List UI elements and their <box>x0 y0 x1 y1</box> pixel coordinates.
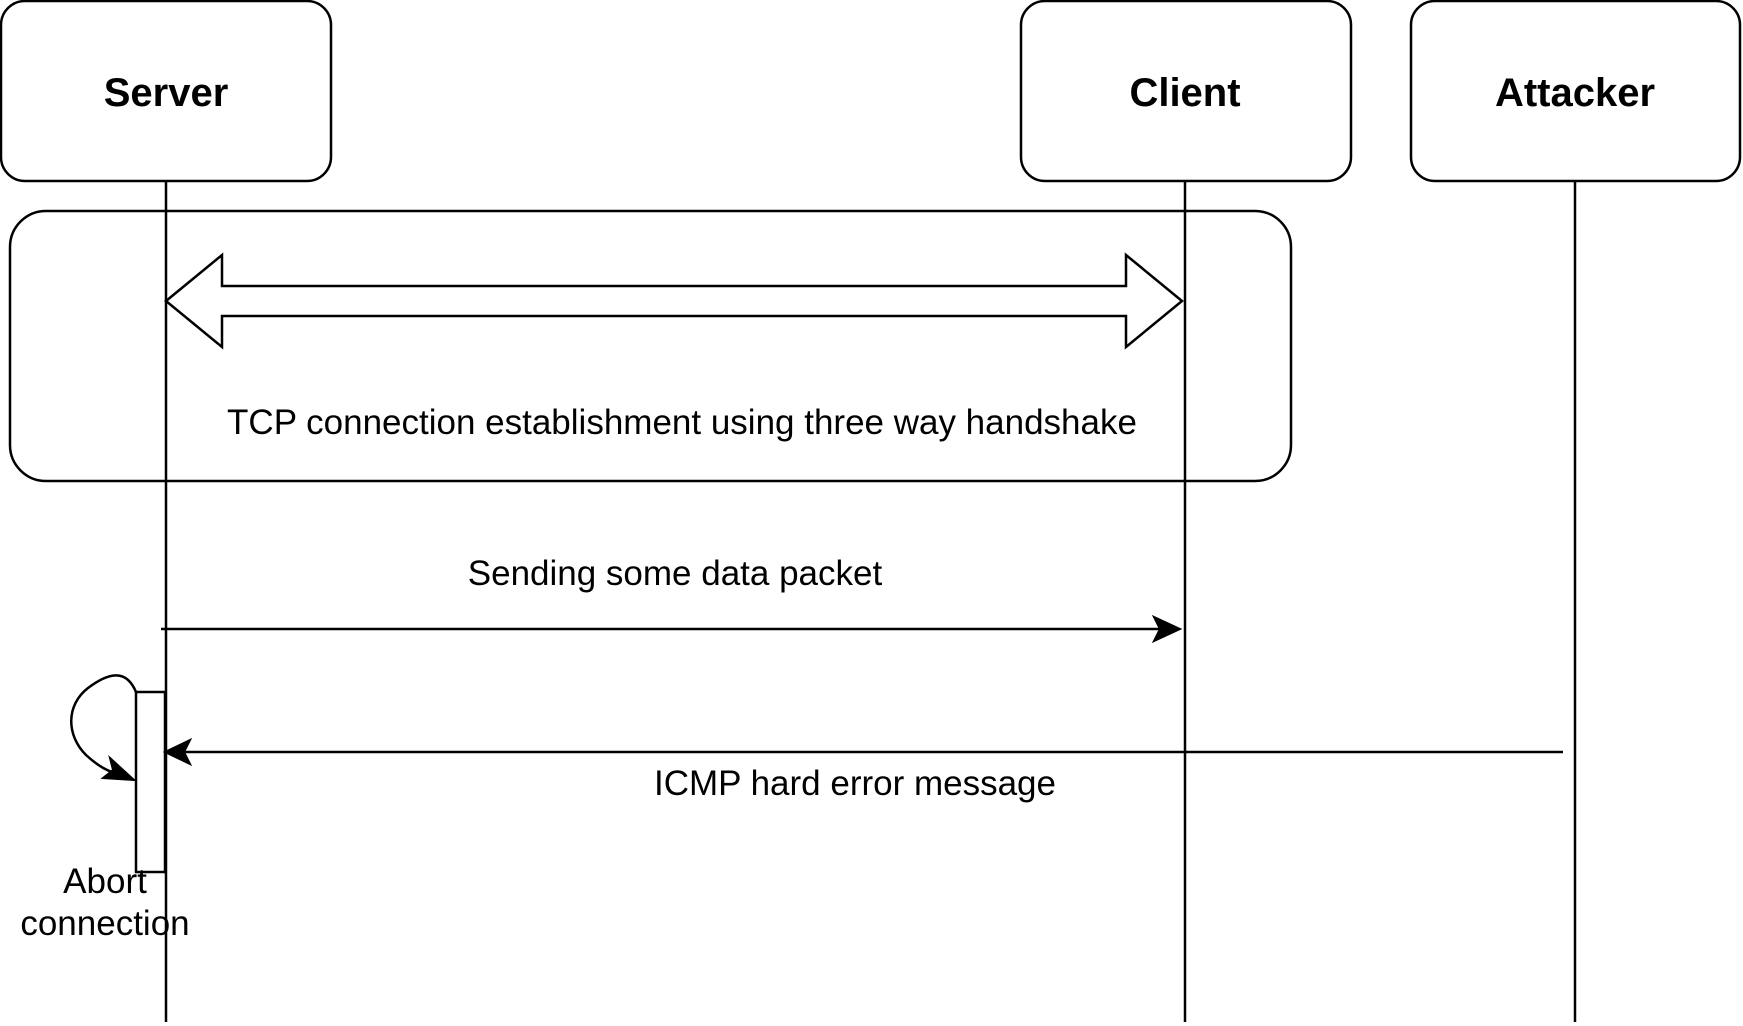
abort-label-line2: connection <box>20 904 189 943</box>
abort-label-line1: Abort <box>63 862 147 901</box>
data-packet-arrowhead <box>1151 614 1183 644</box>
icmp-error-arrowhead <box>162 737 193 767</box>
attacker-participant: Attacker <box>1409 0 1742 183</box>
data-packet-label: Sending some data packet <box>468 554 883 593</box>
abort-self-call-arrowhead <box>100 755 137 782</box>
abort-self-call-arrow <box>70 674 138 777</box>
handshake-group-frame <box>8 209 1293 483</box>
handshake-label: TCP connection establishment using three… <box>227 403 1137 442</box>
server-activation-bar <box>134 690 167 874</box>
client-label: Client <box>1129 71 1240 115</box>
icmp-error-label: ICMP hard error message <box>654 764 1056 803</box>
server-participant: Server <box>0 0 333 183</box>
server-label: Server <box>104 71 229 115</box>
attacker-label: Attacker <box>1495 71 1655 115</box>
handshake-double-arrow <box>164 252 1184 350</box>
client-participant: Client <box>1019 0 1353 183</box>
